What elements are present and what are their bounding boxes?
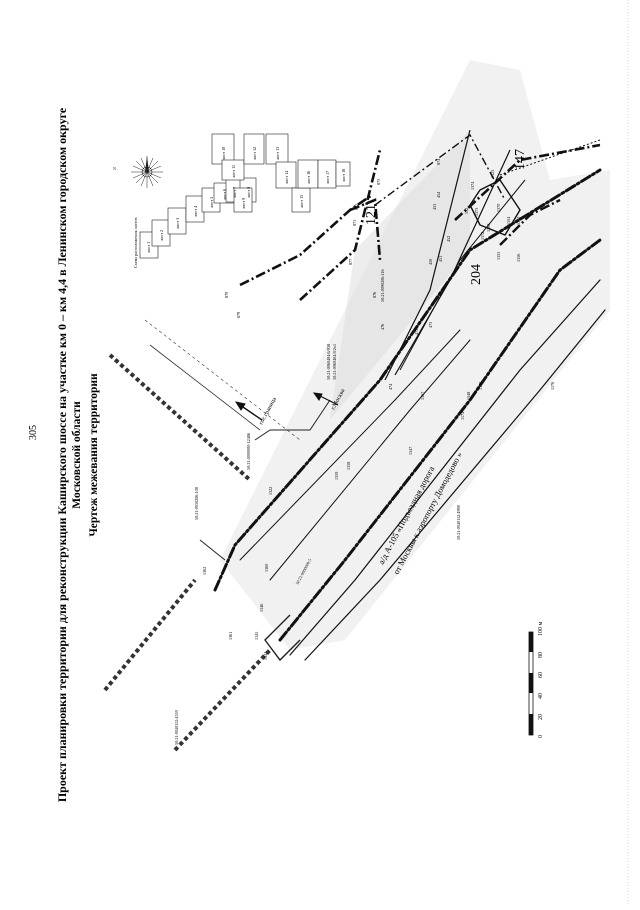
- point-number: 476: [380, 324, 385, 330]
- sheet-label: лист 5: [209, 197, 214, 208]
- point-number: 1347: [408, 447, 413, 455]
- point-number: 1344: [263, 651, 268, 660]
- point-number: 451: [438, 256, 443, 262]
- sheet-label: лист 1: [146, 242, 151, 253]
- cadastral-number: 50:21:0040112:4559: [174, 710, 179, 745]
- point-number: 879: [236, 312, 241, 318]
- point-number: 874: [436, 158, 441, 165]
- point-number: 1362: [202, 567, 207, 575]
- point-number: 473: [428, 322, 433, 328]
- sheet-label: лист 7: [232, 187, 237, 198]
- point-number: 1372: [480, 232, 485, 240]
- inset-caption: Схема расположения листов: [133, 217, 138, 268]
- sheet-label: лист 16: [306, 171, 311, 184]
- scale-tick: 100 м: [538, 622, 544, 637]
- point-number: 1356: [516, 254, 521, 262]
- road-zone-hatch: [220, 60, 610, 650]
- point-number: 475: [414, 329, 419, 335]
- cadastral-number: 50:21:0000000:12486: [246, 433, 251, 470]
- point-number: 1357: [420, 392, 425, 400]
- scale-tick: 80: [538, 652, 544, 658]
- page-number: 305: [28, 425, 39, 440]
- sheet-label: лист 10: [221, 147, 226, 160]
- sheet-label: лист 3: [175, 218, 180, 229]
- sheet-label: лист 18: [341, 169, 346, 182]
- point-number: 1323: [490, 170, 495, 178]
- sheet-label: лист 4: [193, 205, 198, 217]
- plot-121-hatch: [330, 130, 470, 420]
- scale-bar: 0 20 40 60 80 100 м: [528, 622, 544, 738]
- point-number: 1358: [346, 462, 351, 470]
- sheet-label: лист 8: [246, 187, 251, 198]
- sheet-label: лист 13: [275, 147, 280, 160]
- scale-tick: 40: [538, 693, 544, 699]
- sheet-label: лист 15: [299, 195, 304, 208]
- scale-tick: 0: [538, 735, 544, 738]
- point-number: 876: [372, 292, 377, 298]
- point-number: 1355: [496, 252, 501, 260]
- point-number: 1176: [550, 382, 555, 390]
- point-number: 1349: [478, 382, 483, 390]
- point-number: 453: [432, 204, 437, 210]
- sheet-label: лист 6: [222, 189, 227, 200]
- cadastral-number: 50:21:0040112:4998: [456, 505, 461, 540]
- point-number: 454: [436, 191, 441, 198]
- point-number: 452: [446, 236, 451, 242]
- sheet-layout-inset: Схема расположения листов: [133, 133, 351, 268]
- point-number: 1322: [268, 487, 273, 495]
- direction-arrows: [234, 392, 339, 421]
- cadastral-number: 50:21:0060404:6/938: [326, 344, 331, 380]
- scale-tick: 20: [538, 714, 544, 720]
- point-number: 877: [348, 259, 353, 265]
- cadastral-number: 50:21:0030206:108: [194, 487, 199, 520]
- point-number: 871: [352, 220, 357, 226]
- point-number: 1360: [264, 564, 269, 572]
- point-number: 1374: [470, 181, 475, 190]
- sheet-label: лист 2: [159, 230, 164, 241]
- ramp-lines: [239, 129, 601, 381]
- sheet-label: лист 9: [241, 198, 246, 209]
- sheet-label: лист 17: [325, 171, 330, 184]
- point-number: 1361: [228, 632, 233, 640]
- point-number: 1345: [254, 632, 259, 640]
- point-numbers: 1362 1361 1360 1322 1359 1358 1357 1347 …: [202, 158, 555, 660]
- label-plot-121: 121: [364, 204, 379, 225]
- label-plot-204: 204: [469, 264, 484, 285]
- road-boundaries: [213, 168, 606, 661]
- sheet-label: лист 11: [231, 165, 236, 178]
- left-bead-boundaries: [103, 319, 301, 752]
- point-number: 1348: [466, 392, 471, 400]
- point-number: 1359: [334, 472, 339, 480]
- point-number: 1373: [474, 208, 479, 216]
- point-number: 552: [464, 208, 469, 214]
- point-number: 1370: [496, 204, 501, 212]
- point-number: 873: [376, 179, 381, 185]
- label-plot-147: 147: [513, 149, 528, 170]
- point-number: 1354: [506, 216, 511, 225]
- cadastral-number: 50:21:0060404:9/2n1: [332, 344, 337, 380]
- point-number: 1174: [460, 411, 465, 420]
- title-line-3: Чертеж межевания территории: [88, 373, 100, 537]
- label-border: гос.граница: [258, 396, 278, 426]
- sheet-label: лист 14: [284, 170, 289, 184]
- cadastral-number: 50:21:0090206:116: [380, 269, 385, 302]
- point-number: 474: [388, 383, 393, 390]
- svg-text:N: N: [113, 166, 116, 171]
- point-number: 872: [354, 204, 359, 210]
- point-number: 1346: [259, 604, 264, 612]
- compass-icon: N: [113, 156, 163, 188]
- title-line-2: Московской области: [71, 401, 83, 509]
- point-number: 870: [224, 292, 229, 298]
- title-block: Проект планировки территории для реконст…: [55, 107, 100, 802]
- border-lines: [199, 399, 331, 662]
- point-number: 450: [428, 259, 433, 265]
- point-number: 1340: [516, 217, 521, 225]
- scale-tick: 60: [538, 672, 544, 678]
- title-line-1: Проект планировки территории для реконст…: [55, 107, 69, 802]
- sheet-label: лист 12: [252, 147, 257, 160]
- point-number: 1368: [486, 224, 491, 232]
